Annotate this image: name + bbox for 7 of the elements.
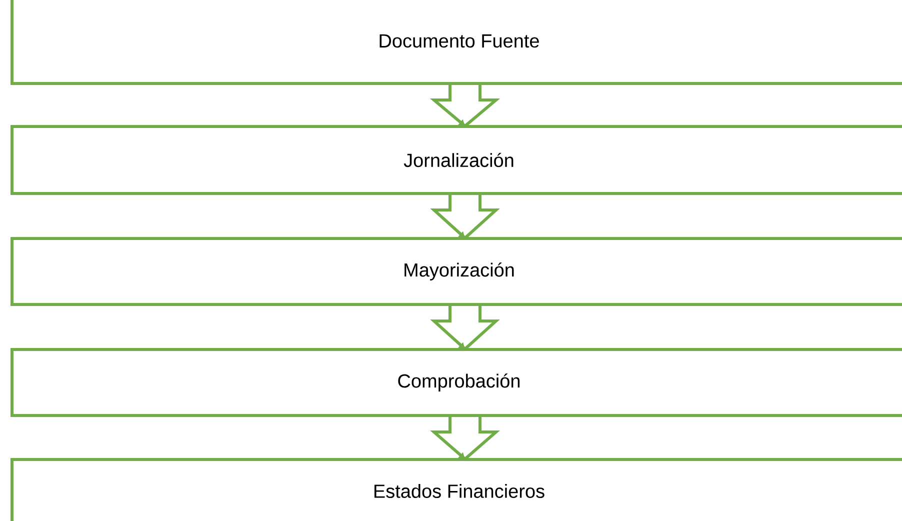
process-box: Estados Financieros (10, 458, 902, 521)
arrow (430, 416, 500, 461)
process-box: Documento Fuente (10, 0, 902, 85)
process-box: Jornalización (10, 125, 902, 195)
process-box: Mayorización (10, 237, 902, 306)
process-box: Comprobación (10, 348, 902, 417)
arrow (430, 84, 500, 128)
